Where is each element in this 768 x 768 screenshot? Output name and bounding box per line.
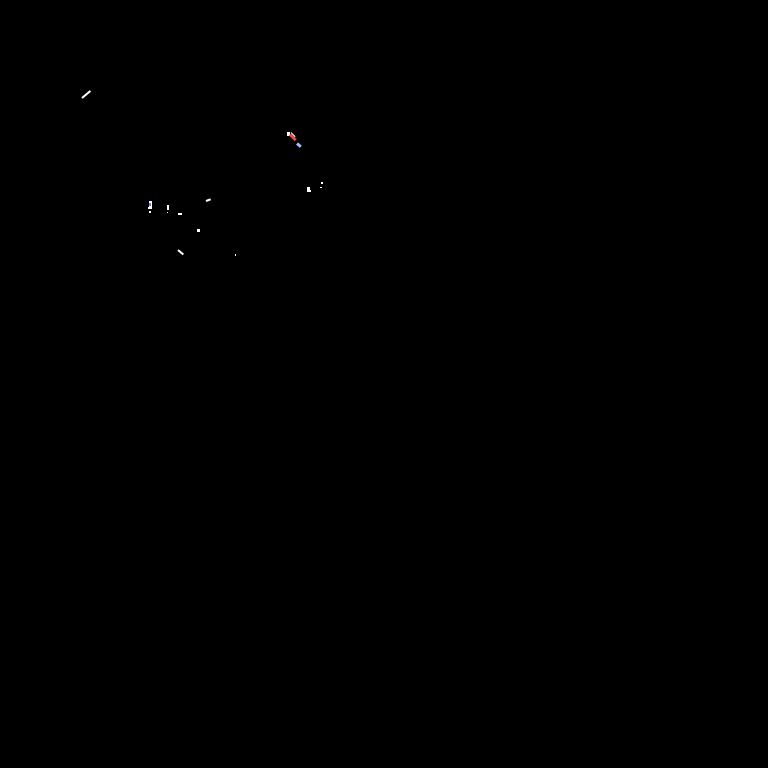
- pixel-artifact: [149, 203, 151, 206]
- pixel-artifact: [321, 182, 323, 184]
- pixel-artifact: [81, 90, 92, 99]
- pixel-artifact: [197, 229, 200, 232]
- pixel-artifact: [148, 207, 151, 209]
- pixel-artifact: [205, 198, 212, 202]
- pixel-artifact: [287, 132, 290, 136]
- pixel-artifact: [177, 249, 185, 256]
- pixel-artifact: [178, 213, 182, 215]
- pixel-artifact: [235, 254, 236, 256]
- pixel-artifact: [309, 190, 311, 192]
- pixel-artifact: [296, 142, 302, 148]
- pixel-artifact: [320, 187, 322, 188]
- pixel-artifact: [167, 205, 169, 210]
- pixel-artifact: [307, 187, 310, 192]
- pixel-artifact: [149, 211, 151, 213]
- pixel-artifact: [167, 212, 168, 213]
